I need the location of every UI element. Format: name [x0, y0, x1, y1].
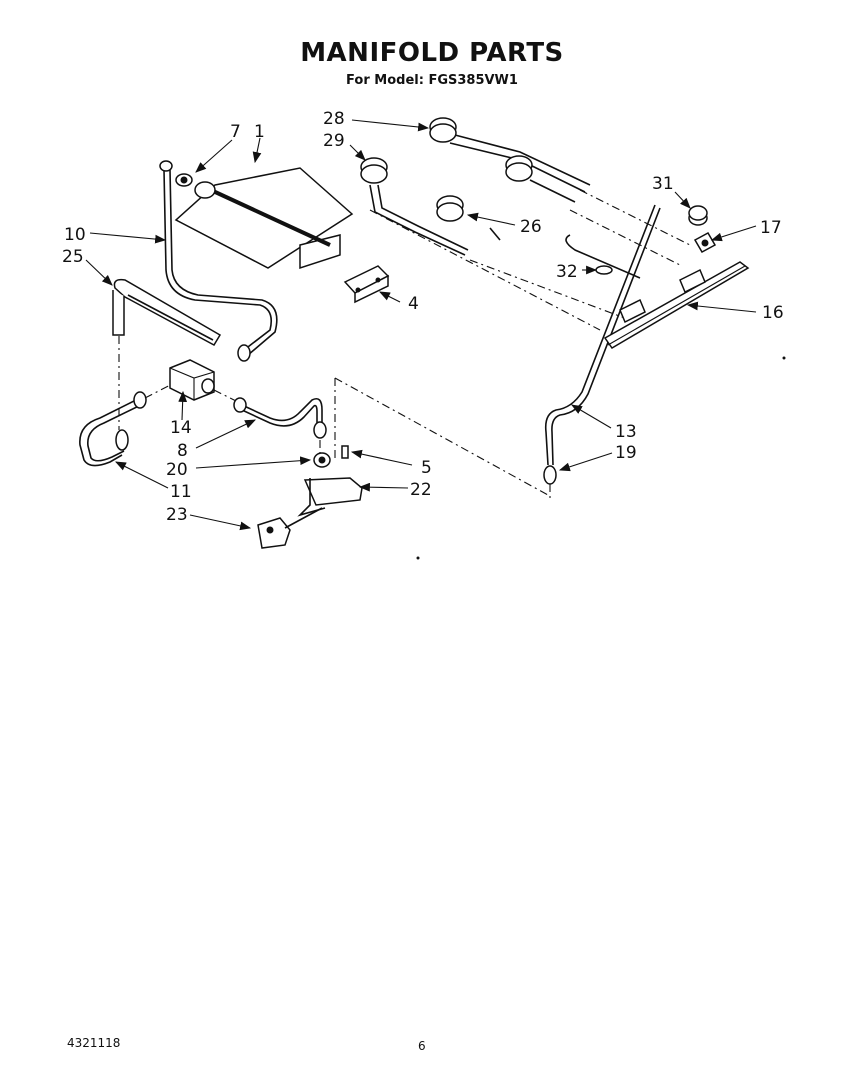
callout-11: 11: [170, 482, 192, 502]
callout-8: 8: [177, 441, 188, 461]
callout-22: 22: [410, 480, 432, 500]
part-25-burner-tube: [112, 278, 222, 430]
model-subtitle: For Model: FGS385VW1: [346, 73, 518, 88]
callout-25: 25: [62, 247, 84, 267]
part-10-tube: [159, 160, 278, 362]
part-22-bracket: [297, 477, 363, 517]
part-14-valve: [169, 359, 241, 404]
callout-4: 4: [408, 294, 419, 314]
part-19-fitting: [543, 465, 557, 500]
part-1-heat-shield: [174, 167, 354, 270]
part-5-screw: [341, 445, 349, 459]
page-title: MANIFOLD PARTS: [300, 38, 564, 68]
assembly-lines: [334, 189, 691, 496]
part-29-burner: [360, 157, 469, 256]
callout-labels: 7 1 10 25 4 28 29 26 31 17 32 16 13 19 1…: [62, 109, 784, 525]
callout-16: 16: [762, 303, 784, 323]
callout-1: 1: [254, 122, 265, 142]
part-4-bracket: [343, 265, 390, 304]
page-number: 6: [418, 1039, 426, 1053]
callout-7: 7: [230, 122, 241, 142]
callout-19: 19: [615, 443, 637, 463]
part-28-burner: [429, 117, 591, 193]
part-7-fitting: [175, 173, 193, 187]
part-17-valve: [693, 231, 717, 254]
callout-17: 17: [760, 218, 782, 238]
part-8-tube: [233, 397, 327, 455]
part-16-manifold: [603, 261, 750, 349]
callout-13: 13: [615, 422, 637, 442]
callout-31: 31: [652, 174, 674, 194]
part-11-loop-tube: [79, 379, 181, 467]
callout-5: 5: [421, 458, 432, 478]
callout-26: 26: [520, 217, 542, 237]
document-number: 4321118: [67, 1036, 121, 1050]
callout-10: 10: [64, 225, 86, 245]
callout-29: 29: [323, 131, 345, 151]
callout-28: 28: [323, 109, 345, 129]
callout-14: 14: [170, 418, 192, 438]
leader-lines: [85, 119, 757, 531]
callout-20: 20: [166, 460, 188, 480]
part-31-knob: [688, 205, 708, 226]
part-23-regulator: [257, 507, 323, 549]
part-26-burner: [436, 155, 576, 241]
part-32-clip: [595, 265, 613, 275]
callout-23: 23: [166, 505, 188, 525]
part-13-tube: [544, 204, 661, 466]
callout-32: 32: [556, 262, 578, 282]
part-20-fitting: [313, 452, 331, 468]
